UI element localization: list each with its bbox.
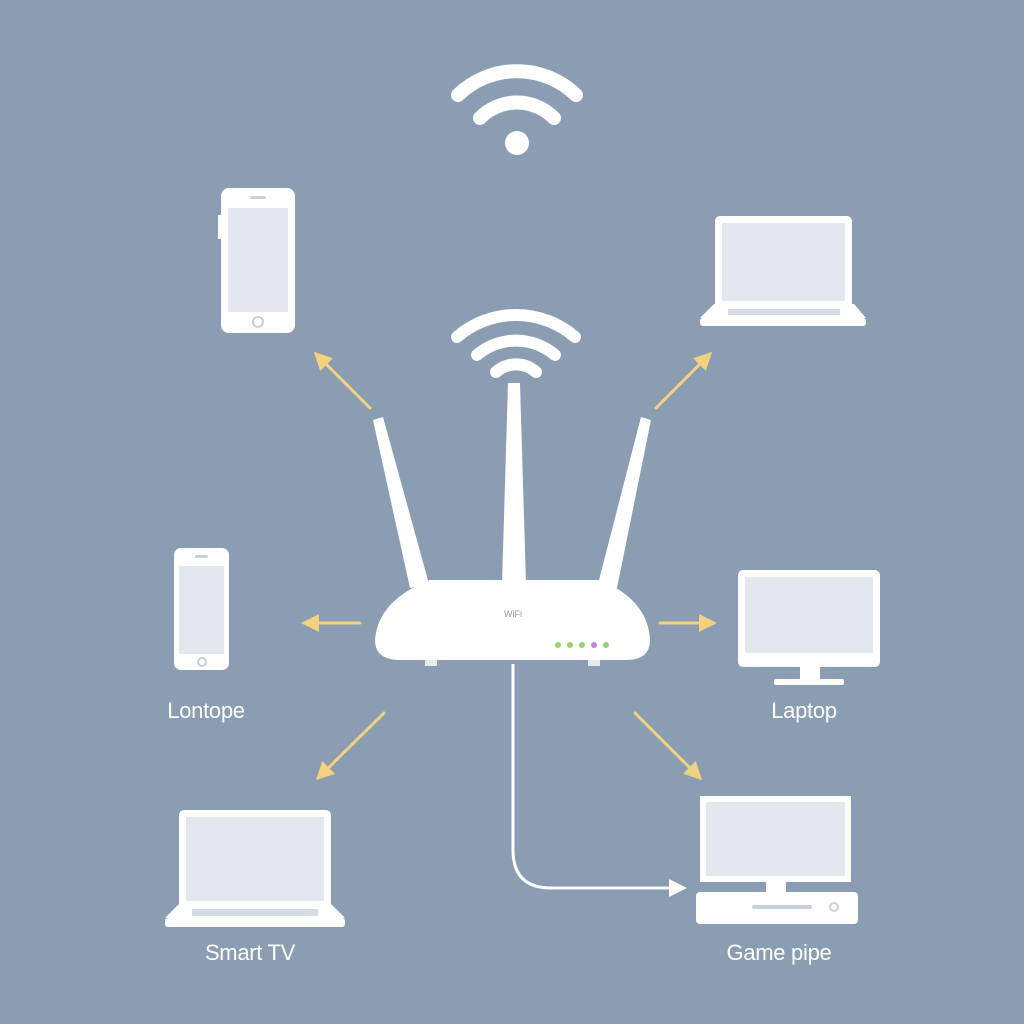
router-led-3 [579, 642, 585, 648]
router-signal-icon [451, 309, 581, 378]
arrow-to-top-left-phone [313, 351, 372, 410]
label-right-monitor: Laptop [771, 698, 837, 723]
router-led-5 [603, 642, 609, 648]
router-status-leds [555, 642, 609, 648]
ethernet-cable [511, 664, 687, 897]
label-bottom-right-console: Game pipe [726, 940, 832, 965]
smartphone-icon-top-left [218, 188, 295, 333]
monitor-icon-right [738, 570, 880, 685]
label-bottom-left-laptop: Smart TV [204, 940, 296, 965]
laptop-icon-bottom-left [165, 810, 345, 927]
game-console-icon [696, 796, 858, 924]
router-led-4 [591, 642, 597, 648]
laptop-icon-top-right [700, 216, 866, 326]
wifi-signal-icon [451, 64, 583, 155]
arrow-to-bottom-left-laptop [315, 711, 386, 781]
arrow-to-console [633, 711, 703, 781]
router-antennas [373, 383, 651, 588]
arrow-to-top-right-laptop [654, 351, 713, 410]
label-left-phone: Lontope [167, 698, 245, 723]
router-led-1 [555, 642, 561, 648]
router-led-2 [567, 642, 573, 648]
smartphone-icon-left [174, 548, 229, 670]
wifi-router-icon: WiFi [375, 580, 650, 666]
router-brand-text: WiFi [504, 609, 522, 619]
connection-arrows [301, 351, 717, 781]
